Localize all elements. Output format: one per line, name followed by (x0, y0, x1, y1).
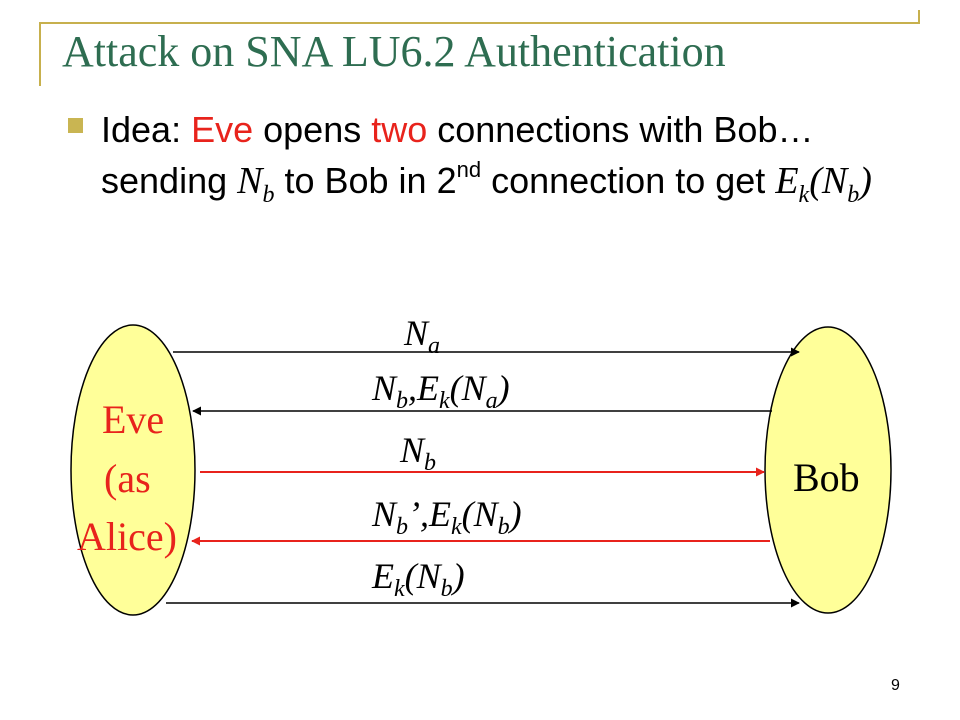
label-nb-ek-na: Nb,Ek(Na) (371, 368, 510, 414)
frame-left-line (39, 22, 41, 86)
highlight-two: two (371, 109, 428, 150)
frame-top-line (39, 22, 920, 24)
nb-base: N (237, 160, 263, 202)
label-na: Na (403, 313, 440, 359)
eve-label-line3: Alice) (77, 514, 177, 559)
label-ek-nb: Ek(Nb) (371, 556, 465, 602)
bullet-text-2: connections with Bob… sending (101, 109, 814, 201)
nb-symbol: Nb (237, 160, 274, 207)
eve-label-line1: Eve (102, 397, 164, 442)
eve-ellipse (70, 324, 196, 616)
ordinal-superscript: nd (456, 157, 482, 182)
bullet-prefix: Idea: (101, 109, 192, 150)
ek-base: E (775, 160, 799, 202)
nb-subscript: b (262, 182, 275, 208)
paren-close: ) (859, 160, 872, 202)
eve-label-line2: (as (104, 456, 151, 501)
bullet-text-3: to Bob in 2 (274, 160, 457, 201)
slide-title: Attack on SNA LU6.2 Authentication (62, 27, 726, 76)
bullet-text: Idea: Eve opens two connections with Bob… (101, 104, 901, 207)
nb2-base: N (821, 160, 848, 202)
highlight-eve: Eve (191, 109, 254, 150)
bullet-square-icon (68, 118, 83, 133)
nb2-subscript: b (847, 182, 860, 208)
bullet-text-4: connection to get (481, 160, 776, 201)
paren-open: ( (809, 160, 822, 202)
bob-label: Bob (793, 455, 860, 500)
label-nb: Nb (399, 430, 436, 476)
label-nb-prime-ek-nb: Nb’,Ek(Nb) (371, 494, 522, 540)
frame-right-tick (918, 10, 920, 24)
ek-nb-expression: Ek(Nb) (775, 160, 872, 207)
bob-ellipse (764, 326, 892, 614)
page-number: 9 (891, 677, 900, 694)
bullet-text-1: opens (253, 109, 372, 150)
eve-label: Eve (as Alice) (77, 397, 177, 559)
ek-subscript: k (798, 182, 810, 208)
